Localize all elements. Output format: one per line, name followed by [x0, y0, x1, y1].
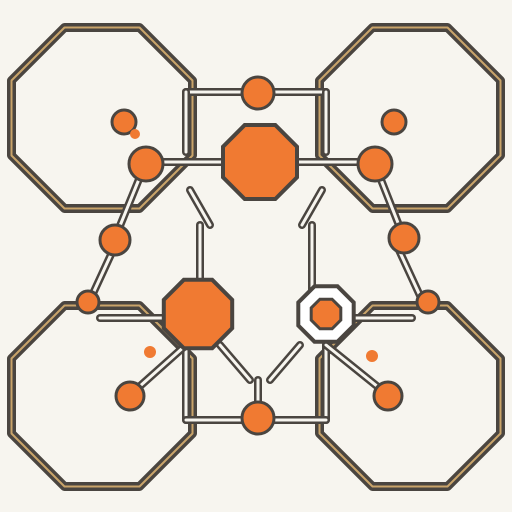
node-2 [380, 108, 408, 136]
node-1 [110, 108, 138, 136]
node-9 [114, 380, 146, 412]
node-6 [387, 221, 421, 255]
octagon-node-center-right-core [309, 297, 343, 331]
node-7 [75, 289, 101, 315]
node-0 [240, 75, 276, 111]
octagon-node-center-top [221, 123, 299, 201]
bond-13-inner [218, 343, 252, 382]
node-10 [372, 380, 404, 412]
bond-14-inner [268, 343, 302, 382]
accent-dot-0 [144, 346, 156, 358]
node-5 [98, 223, 132, 257]
octagon-bottom-left-inner [10, 304, 194, 488]
bond-6-inner [300, 188, 324, 227]
node-11 [240, 400, 276, 436]
node-3 [127, 145, 165, 183]
node-8 [415, 289, 441, 315]
bond-5-inner [188, 188, 212, 227]
octagon-node-center-left [161, 277, 235, 351]
octagon-top-left-inner [10, 26, 194, 210]
node-4 [356, 145, 394, 183]
accent-dot-1 [366, 350, 378, 362]
octagon-bottom-right-inner [318, 304, 502, 488]
octagon-top-right-inner [318, 26, 502, 210]
accent-dot-2 [130, 129, 140, 139]
